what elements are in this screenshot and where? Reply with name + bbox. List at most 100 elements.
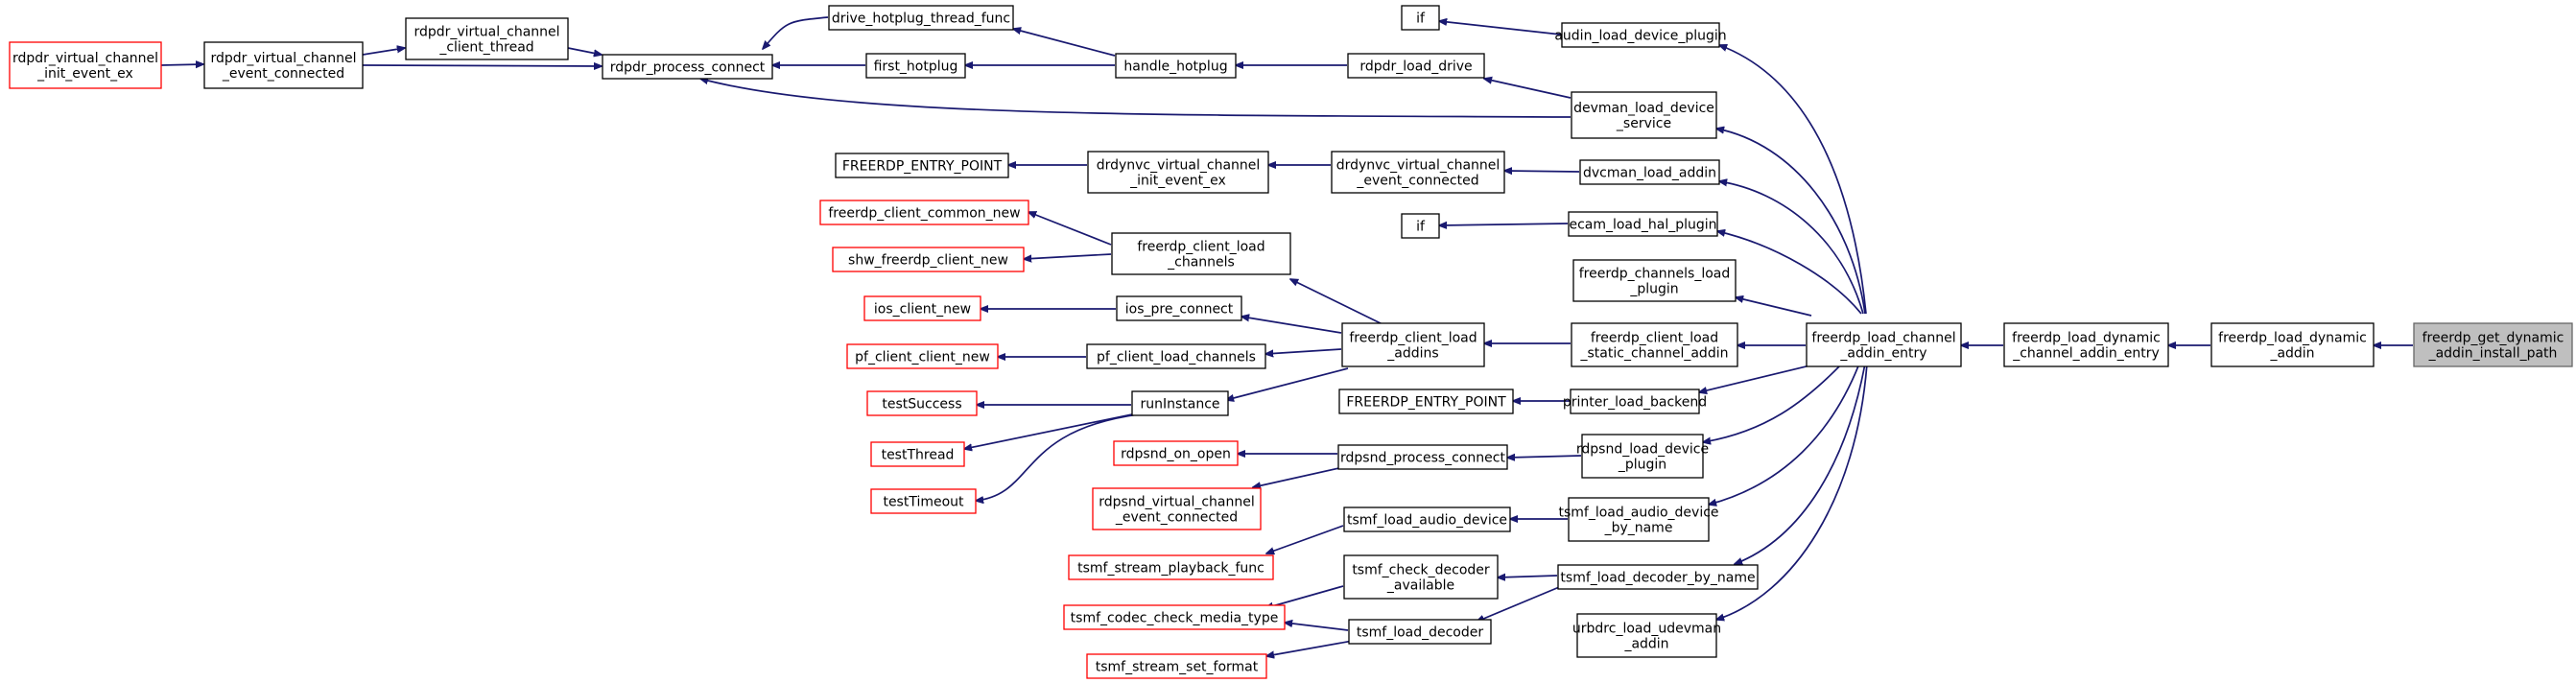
node-box — [870, 441, 965, 467]
node-tsmf-load-decoder[interactable]: tsmf_load_decoder — [1348, 619, 1492, 645]
node-label-line: _addins — [1386, 346, 1438, 362]
edge-addin-entry-to-channels-plugin — [1736, 297, 1812, 317]
node-label-line: _service — [1616, 116, 1671, 131]
edge-drive-hotplug-to-process-connect — [763, 16, 829, 49]
edge-handle-hotplug-to-drive-hotplug — [1013, 29, 1116, 57]
edge-addin-entry-to-tsmf-audio-name — [1709, 363, 1860, 505]
node-tsmf-load-audio-device[interactable]: tsmf_load_audio_device — [1343, 506, 1511, 532]
node-freerdp-load-dynamic-channel-addin-entry[interactable]: freerdp_load_dynamic_channel_addin_entry — [2003, 322, 2169, 367]
edge-load-addins-to-run-instance — [1226, 367, 1349, 400]
node-label-line: pf_client_client_new — [855, 350, 990, 365]
node-drdynvc-virtual-channel-init-event-ex[interactable]: drdynvc_virtual_channel_init_event_ex — [1087, 151, 1269, 194]
node-freerdp-client-load-addins[interactable]: freerdp_client_load_addins — [1341, 322, 1485, 367]
node-label-line: _event_connected — [222, 66, 344, 82]
node-freerdp-get-dynamic-addin-install-path[interactable]: freerdp_get_dynamic_addin_install_path — [2413, 322, 2573, 367]
edge-audin-to-if — [1439, 21, 1562, 35]
edge-addin-entry-to-decoder-name — [1735, 363, 1866, 564]
node-box — [2003, 322, 2169, 367]
node-label-line: _addin — [1623, 637, 1668, 652]
node-tsmf-check-decoder-available[interactable]: tsmf_check_decoder_available — [1343, 554, 1499, 600]
node-rdpdr-virtual-channel-init-event-ex[interactable]: rdpdr_virtual_channel_init_event_ex — [9, 41, 162, 89]
edge-init-to-event-connected — [160, 64, 203, 65]
node-box — [1576, 613, 1717, 658]
node-rdpdr-load-drive[interactable]: rdpdr_load_drive — [1347, 53, 1485, 79]
node-label-line: _channels — [1167, 255, 1235, 271]
edge-devman-to-process-connect — [700, 79, 1572, 118]
node-box — [9, 41, 162, 89]
node-label-line: tsmf_load_decoder_by_name — [1560, 571, 1755, 586]
node-box — [1068, 554, 1274, 580]
node-box — [1571, 322, 1738, 367]
node-urbdrc-load-udevman-addin[interactable]: urbdrc_load_udevman_addin — [1572, 613, 1721, 658]
edge-run-instance-to-test-timeout — [976, 413, 1139, 501]
node-run-instance[interactable]: runInstance — [1131, 390, 1229, 416]
node-drdynvc-virtual-channel-event-connected[interactable]: drdynvc_virtual_channel_event_connected — [1331, 151, 1505, 194]
node-if-2[interactable]: if — [1401, 213, 1440, 239]
node-first-hotplug[interactable]: first_hotplug — [865, 53, 966, 79]
node-box — [1561, 22, 1720, 48]
node-freerdp-channels-load-plugin[interactable]: freerdp_channels_load_plugin — [1572, 259, 1737, 302]
edge-ecam-to-if — [1439, 224, 1569, 225]
node-ecam-load-hal-plugin[interactable]: ecam_load_hal_plugin — [1568, 211, 1718, 237]
node-test-thread[interactable]: testThread — [870, 441, 965, 467]
node-rdpdr-virtual-channel-client-thread[interactable]: rdpdr_virtual_channel_client_thread — [405, 17, 569, 60]
node-rdpsnd-virtual-channel-event-connected[interactable]: rdpsnd_virtual_channel_event_connected — [1092, 487, 1262, 530]
node-pf-client-load-channels[interactable]: pf_client_load_channels — [1086, 343, 1266, 369]
node-handle-hotplug[interactable]: handle_hotplug — [1115, 53, 1237, 79]
node-test-timeout[interactable]: testTimeout — [870, 488, 977, 514]
node-label-line: ios_client_new — [874, 302, 971, 318]
node-tsmf-stream-playback-func[interactable]: tsmf_stream_playback_func — [1068, 554, 1274, 580]
node-printer-load-backend[interactable]: printer_load_backend — [1563, 389, 1707, 414]
node-rdpsnd-load-device-plugin[interactable]: rdpsnd_load_device_plugin — [1576, 434, 1709, 479]
node-box — [835, 153, 1009, 178]
node-box — [863, 295, 981, 321]
node-box — [846, 343, 999, 369]
node-devman-load-device-service[interactable]: devman_load_device_service — [1571, 91, 1717, 139]
node-test-success[interactable]: testSuccess — [866, 390, 978, 416]
node-label-line: _init_event_ex — [36, 66, 133, 82]
node-box — [1581, 434, 1704, 479]
node-rdpdr-virtual-channel-event-connected[interactable]: rdpdr_virtual_channel_event_connected — [203, 41, 364, 89]
node-rdpsnd-on-open[interactable]: rdpsnd_on_open — [1113, 440, 1239, 466]
node-label-line: _available — [1386, 578, 1454, 594]
node-drive-hotplug-thread-func[interactable]: drive_hotplug_thread_func — [828, 5, 1014, 31]
node-freerdp-entry-point-2[interactable]: FREERDP_ENTRY_POINT — [1338, 389, 1514, 414]
node-freerdp-client-common-new[interactable]: freerdp_client_common_new — [819, 200, 1029, 225]
node-label-line: ecam_load_hal_plugin — [1569, 218, 1716, 233]
node-tsmf-load-decoder-by-name[interactable]: tsmf_load_decoder_by_name — [1557, 564, 1759, 590]
node-label-line: rdpdr_load_drive — [1359, 59, 1472, 75]
node-tsmf-load-audio-device-by-name[interactable]: tsmf_load_audio_device_by_name — [1558, 497, 1719, 542]
node-label-line: freerdp_channels_load — [1579, 267, 1731, 282]
node-shw-freerdp-client-new[interactable]: shw_freerdp_client_new — [832, 247, 1025, 272]
node-freerdp-load-channel-addin-entry[interactable]: freerdp_load_channel_addin_entry — [1806, 322, 1962, 367]
node-freerdp-client-load-static-channel-addin[interactable]: freerdp_client_load_static_channel_addin — [1571, 322, 1738, 367]
node-rdpsnd-process-connect[interactable]: rdpsnd_process_connect — [1337, 444, 1508, 470]
node-box — [1331, 151, 1505, 194]
node-audin-load-device-plugin[interactable]: audin_load_device_plugin — [1554, 22, 1727, 48]
node-box — [819, 200, 1029, 225]
node-pf-client-client-new[interactable]: pf_client_client_new — [846, 343, 999, 369]
node-if-1[interactable]: if — [1401, 5, 1440, 31]
node-label-line: _client_thread — [438, 40, 533, 56]
node-label-line: _plugin — [1629, 282, 1678, 297]
node-label-line: if — [1416, 12, 1426, 27]
node-freerdp-entry-point-1[interactable]: FREERDP_ENTRY_POINT — [835, 153, 1009, 178]
node-tsmf-stream-set-format[interactable]: tsmf_stream_set_format — [1086, 653, 1267, 679]
node-rdpdr-process-connect[interactable]: rdpdr_process_connect — [602, 54, 773, 80]
edge-load-decoder-to-codec-check — [1285, 623, 1349, 631]
node-freerdp-load-dynamic-addin[interactable]: freerdp_load_dynamic_addin — [2210, 322, 2375, 367]
node-dvcman-load-addin[interactable]: dvcman_load_addin — [1579, 159, 1720, 185]
node-box — [405, 17, 569, 60]
node-label-line: first_hotplug — [874, 59, 958, 75]
node-tsmf-codec-check-media-type[interactable]: tsmf_codec_check_media_type — [1063, 604, 1286, 630]
node-ios-pre-connect[interactable]: ios_pre_connect — [1116, 295, 1242, 321]
edge-tsmf-audio-to-playback — [1266, 525, 1344, 553]
node-ios-client-new[interactable]: ios_client_new — [863, 295, 981, 321]
node-freerdp-client-load-channels[interactable]: freerdp_client_load_channels — [1111, 232, 1291, 275]
edges — [160, 16, 2413, 656]
node-label-line: freerdp_get_dynamic — [2422, 331, 2564, 346]
node-box — [832, 247, 1025, 272]
node-label-line: FREERDP_ENTRY_POINT — [1346, 395, 1506, 411]
node-box — [1343, 506, 1511, 532]
